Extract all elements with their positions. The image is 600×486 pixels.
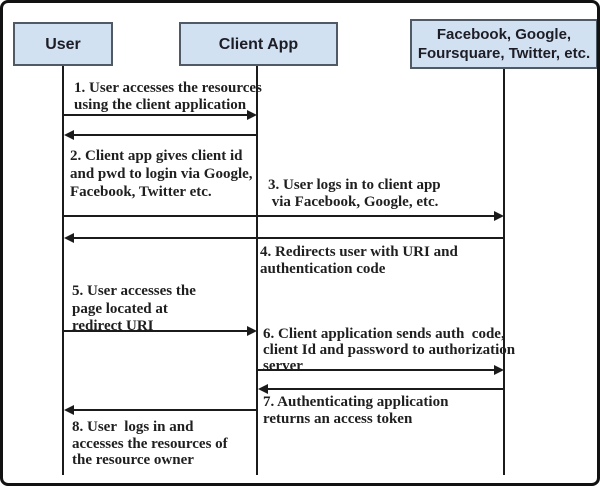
message-label-3: 3. User logs in to client app via Facebo… [268,177,441,210]
message-arrow-8 [64,405,257,415]
actor-label-user: User [45,35,81,53]
lifeline-client-app [256,66,258,475]
lifeline-auth-providers [503,69,505,475]
message-label-2: 2. Client app gives client id and pwd to… [70,148,253,200]
message-arrow-5 [63,326,257,336]
message-label-4: 4. Redirects user with URI and authentic… [260,244,458,277]
actor-label-client-app: Client App [218,35,299,53]
message-arrow-3 [63,211,504,221]
actor-label-auth-providers: Facebook, Google, Foursquare, Twitter, e… [417,26,591,62]
message-label-8: 8. User logs in and accesses the resourc… [72,419,228,468]
message-arrow-7 [258,384,504,394]
message-label-1: 1. User accesses the resources using the… [74,80,262,113]
message-label-6: 6. Client application sends auth code, c… [263,326,516,374]
message-arrow-6 [257,365,504,375]
message-label-7: 7. Authenticating application returns an… [263,394,449,427]
message-arrow-4 [64,233,504,243]
actor-box-client-app: Client App [179,22,338,66]
message-label-5: 5. User accesses the page located at red… [72,283,196,334]
actor-box-user: User [13,22,113,66]
lifeline-user [62,66,64,475]
actor-box-auth-providers: Facebook, Google, Foursquare, Twitter, e… [410,19,597,69]
message-arrow-2 [64,130,257,140]
message-arrow-1 [63,110,257,120]
